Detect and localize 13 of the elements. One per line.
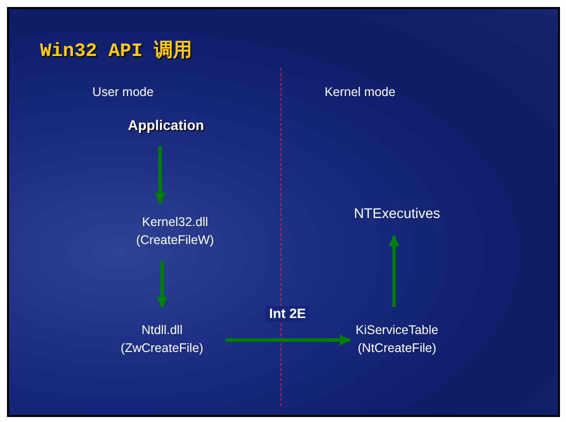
node-label: Kernel32.dll (CreateFileW): [120, 213, 230, 249]
node-label: NTExecutives: [337, 204, 457, 222]
arrow: [388, 234, 400, 307]
arrow: [156, 261, 168, 308]
node-label: KiServiceTable (NtCreateFile): [337, 321, 457, 357]
arrow: [225, 334, 351, 346]
edge-label: Int 2E: [265, 306, 310, 322]
node-label: Application: [111, 116, 221, 134]
arrow: [154, 146, 166, 204]
node-label: Ntdll.dll (ZwCreateFile): [107, 321, 217, 357]
mode-heading: Kernel mode: [324, 84, 396, 101]
mode-heading: User mode: [91, 84, 155, 101]
slide-title: Win32 API 调用: [40, 39, 192, 63]
